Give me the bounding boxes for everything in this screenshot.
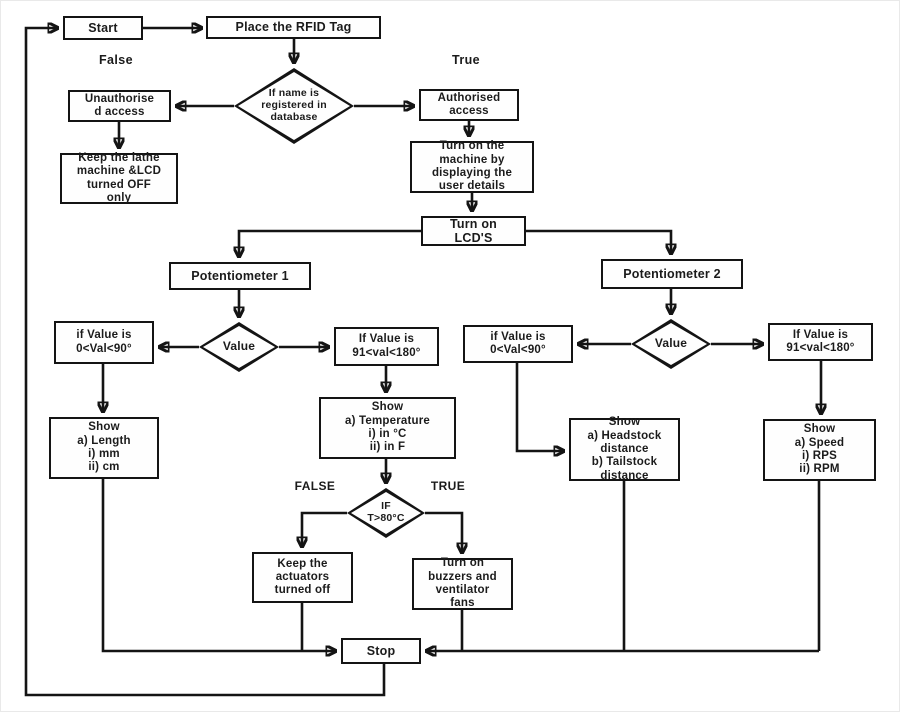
node-show-temperature[interactable]: Show a) Temperature i) in °C ii) in F: [319, 397, 456, 459]
branch-label-true: True: [452, 53, 480, 67]
decision-name-registered[interactable]: If name is registered in database: [234, 68, 354, 144]
node-show-headstock-tailstock[interactable]: Show a) Headstock distance b) Tailstock …: [569, 416, 680, 482]
node-show-length[interactable]: Show a) Length i) mm ii) cm: [49, 417, 159, 479]
edge-tempcheck-true-to-buzzers: [425, 511, 462, 553]
node-show-speed[interactable]: Show a) Speed i) RPS ii) RPM: [763, 419, 876, 481]
node-potentiometer-1[interactable]: Potentiometer 1: [169, 262, 311, 290]
branch-label-temp-false: FALSE: [294, 479, 336, 493]
node-buzzers-fans[interactable]: Turn on buzzers and ventilator fans: [412, 557, 513, 610]
branch-label-false: False: [99, 53, 133, 67]
node-place-rfid-tag[interactable]: Place the RFID Tag: [206, 16, 381, 39]
node-turn-on-machine[interactable]: Turn on the machine by displaying the us…: [410, 140, 534, 193]
edge-lcds-to-pot2: [526, 229, 671, 254]
decision-value-pot1[interactable]: Value: [199, 322, 279, 372]
node-start[interactable]: Start: [63, 16, 143, 40]
decision-label: If name is registered in database: [261, 87, 327, 123]
edge-pot2low-to-headstock: [515, 363, 564, 451]
decision-label: Value: [654, 336, 688, 351]
edge-lcds-to-pot1: [239, 229, 421, 257]
decision-temp-over-80[interactable]: IF T>80°C: [347, 488, 425, 538]
decision-label: IF T>80°C: [367, 500, 405, 524]
node-potentiometer-2[interactable]: Potentiometer 2: [601, 259, 743, 289]
edge-showlength-to-stop: [101, 479, 336, 651]
node-stop[interactable]: Stop: [341, 638, 421, 664]
node-pot2-value-high[interactable]: If Value is 91<val<180°: [768, 323, 873, 361]
node-turn-on-lcds[interactable]: Turn on LCD'S: [421, 216, 526, 246]
edge-stop-loop-to-start: [24, 28, 386, 697]
node-unauthorised-access[interactable]: Unauthorise d access: [68, 90, 171, 122]
node-keep-actuators-off[interactable]: Keep the actuators turned off: [252, 552, 353, 603]
branch-label-temp-true: TRUE: [430, 479, 466, 493]
node-pot1-value-high[interactable]: If Value is 91<val<180°: [334, 327, 439, 366]
node-pot1-value-low[interactable]: if Value is 0<Val<90°: [54, 321, 154, 364]
decision-label: Value: [222, 339, 256, 354]
decision-value-pot2[interactable]: Value: [631, 319, 711, 369]
node-keep-lathe-off[interactable]: Keep the lathe machine &LCD turned OFF o…: [60, 152, 178, 204]
node-pot2-value-low[interactable]: if Value is 0<Val<90°: [463, 325, 573, 363]
edge-tempcheck-false-to-keepact: [302, 511, 347, 547]
node-authorised-access[interactable]: Authorised access: [419, 89, 519, 121]
